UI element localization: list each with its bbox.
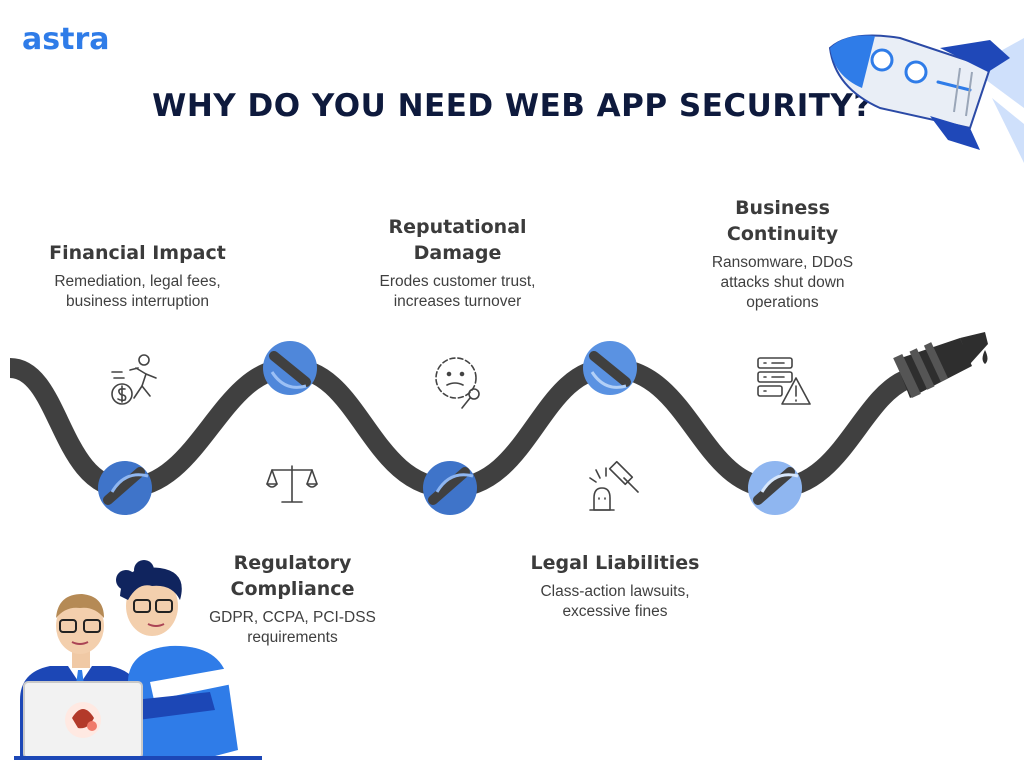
server-warning-icon (757, 357, 811, 405)
desc-reputational-damage: Erodes customer trust, increases turnove… (379, 273, 536, 310)
page-title: WHY DO YOU NEED WEB APP SECURITY? (152, 88, 872, 124)
rocket-illustration (828, 34, 1024, 163)
money-runner-icon (111, 354, 157, 405)
desc-financial-impact: Remediation, legal fees, business interr… (54, 273, 221, 310)
card-legal-liabilities: Legal Liabilities Class-action lawsuits,… (515, 550, 715, 622)
desc-regulatory-compliance: GDPR, CCPA, PCI-DSS requirements (209, 609, 376, 646)
desc-business-continuity: Ransomware, DDoS attacks shut down opera… (711, 254, 854, 311)
gavel-icon (589, 460, 639, 511)
knot-3 (423, 461, 477, 515)
card-reputational-damage: Reputational Damage Erodes customer trus… (355, 214, 560, 312)
people-laptop-illustration (14, 560, 262, 760)
hose-nozzle (893, 332, 988, 399)
knot-5 (748, 461, 802, 515)
knot-1 (98, 461, 152, 515)
knot-4 (583, 341, 637, 395)
desc-legal-liabilities: Class-action lawsuits, excessive fines (540, 583, 690, 620)
card-business-continuity: Business Continuity Ransomware, DDoS att… (680, 195, 885, 313)
scales-icon (266, 465, 318, 503)
heading-business-continuity: Business Continuity (726, 197, 839, 245)
knot-2 (263, 341, 317, 395)
card-regulatory-compliance: Regulatory Compliance GDPR, CCPA, PCI-DS… (190, 550, 395, 648)
astra-logo[interactable]: astra (22, 22, 110, 57)
heading-regulatory-compliance: Regulatory Compliance (230, 552, 355, 600)
face-magnifier-icon (435, 357, 480, 409)
heading-reputational-damage: Reputational Damage (388, 216, 527, 264)
card-financial-impact: Financial Impact Remediation, legal fees… (30, 240, 245, 312)
heading-financial-impact: Financial Impact (49, 242, 226, 264)
hose-diagram (8, 332, 988, 515)
heading-legal-liabilities: Legal Liabilities (530, 552, 700, 574)
